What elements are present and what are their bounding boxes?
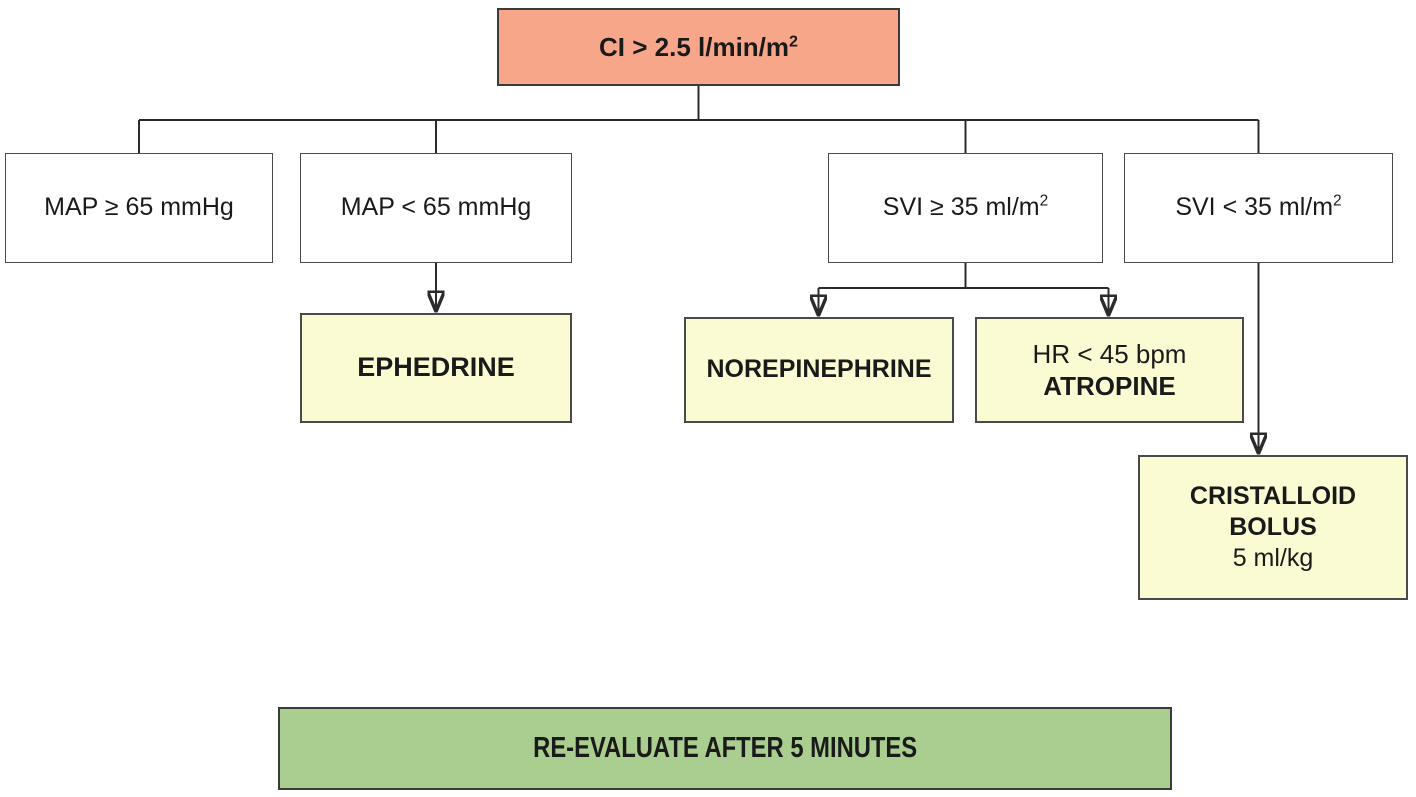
node-atropine-label: ATROPINE (1043, 371, 1176, 401)
node-cardiac-index-label: CI > 2.5 l/min/m2 (599, 31, 798, 62)
node-svi-lt-35-label: SVI < 35 ml/m2 (1175, 193, 1342, 222)
node-map-ge-65: MAP ≥ 65 mmHg (5, 153, 273, 263)
superscript: 2 (789, 32, 798, 51)
node-map-lt-65: MAP < 65 mmHg (300, 153, 572, 263)
node-reevaluate: RE-EVALUATE AFTER 5 MINUTES (278, 707, 1172, 790)
node-cardiac-index: CI > 2.5 l/min/m2 (497, 8, 900, 86)
node-cristalloid-bolus: CRISTALLOID BOLUS 5 ml/kg (1138, 455, 1408, 600)
superscript: 2 (1039, 193, 1049, 211)
node-norepinephrine-label: NOREPINEPHRINE (706, 355, 932, 384)
node-map-ge-65-label: MAP ≥ 65 mmHg (44, 193, 234, 222)
node-cristalloid-dose: 5 ml/kg (1232, 544, 1314, 573)
node-ephedrine-label: EPHEDRINE (357, 352, 515, 383)
node-cristalloid-line1: CRISTALLOID (1189, 481, 1357, 510)
node-ephedrine: EPHEDRINE (300, 313, 572, 423)
node-cristalloid-line2: BOLUS (1229, 512, 1317, 541)
node-reevaluate-label: RE-EVALUATE AFTER 5 MINUTES (532, 732, 918, 765)
node-map-lt-65-label: MAP < 65 mmHg (340, 193, 532, 222)
node-atropine-condition: HR < 45 bpm (1032, 338, 1187, 369)
node-svi-ge-35: SVI ≥ 35 ml/m2 (828, 153, 1103, 263)
superscript: 2 (1333, 193, 1342, 211)
node-svi-ge-35-label: SVI ≥ 35 ml/m2 (882, 193, 1049, 222)
node-norepinephrine: NOREPINEPHRINE (684, 317, 954, 423)
node-svi-lt-35: SVI < 35 ml/m2 (1124, 153, 1393, 263)
node-atropine: HR < 45 bpm ATROPINE (975, 317, 1244, 423)
